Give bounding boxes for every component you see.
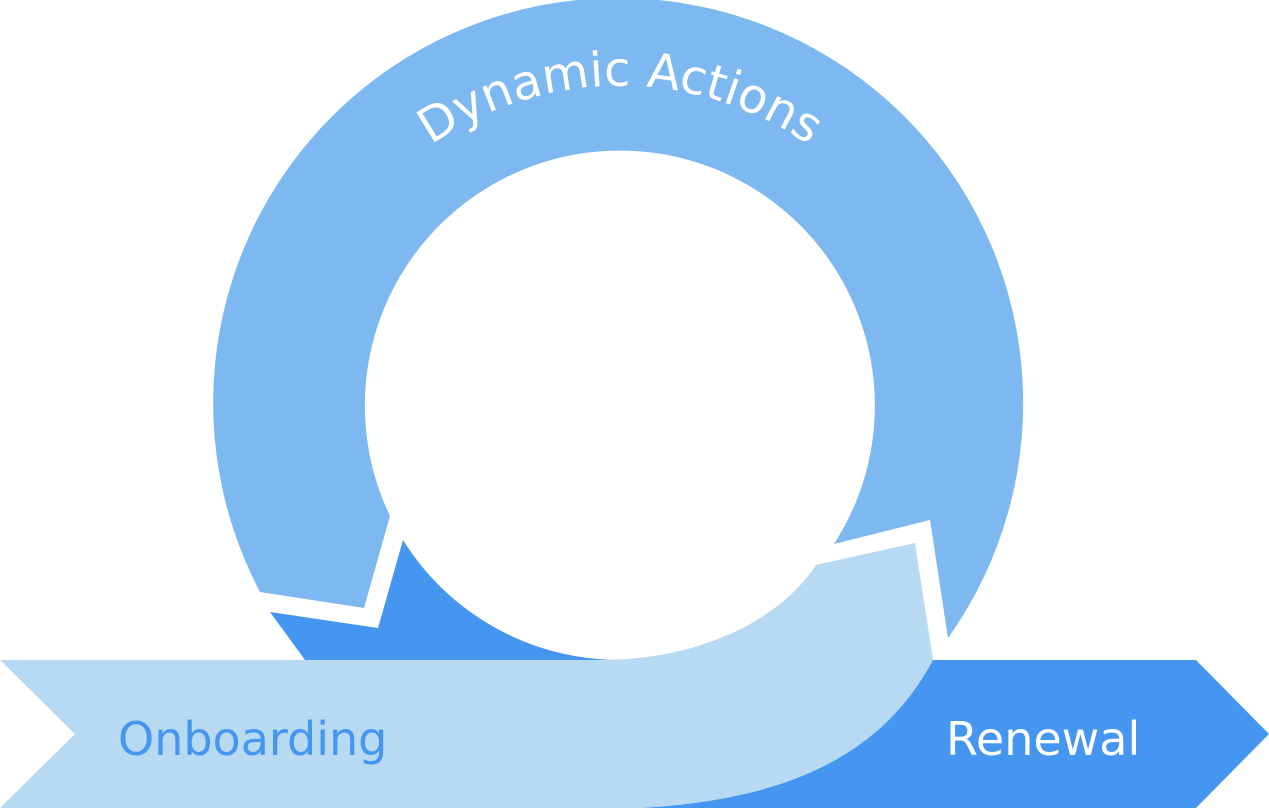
cycle-dark-segment xyxy=(270,540,619,660)
onboarding-label: Onboarding xyxy=(118,712,387,766)
dynamic-actions-ring xyxy=(213,0,1024,638)
onboarding-band xyxy=(0,543,933,808)
renewal-label: Renewal xyxy=(946,712,1140,766)
renewal-arrow xyxy=(640,660,1269,808)
